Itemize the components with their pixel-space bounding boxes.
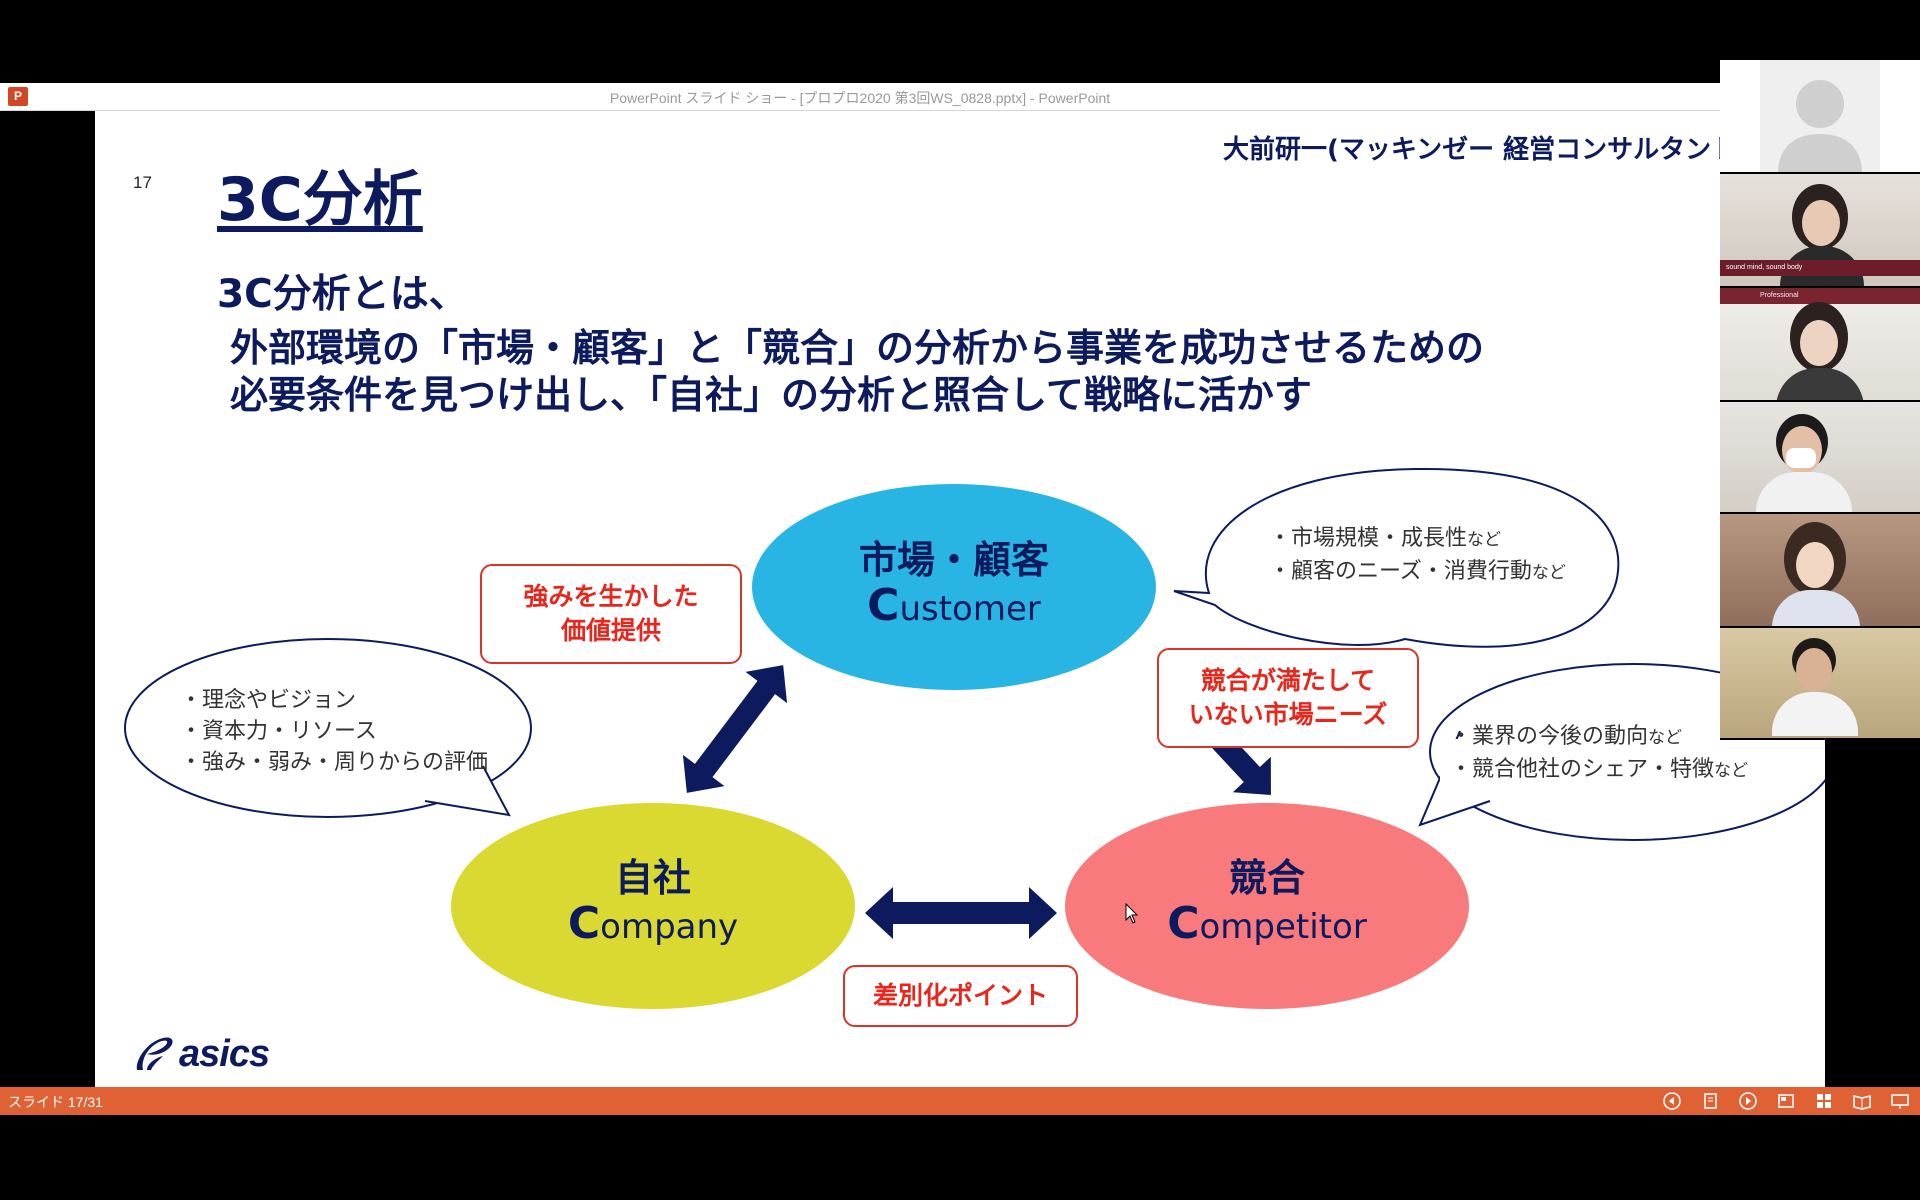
customer-oval	[752, 484, 1156, 690]
company-jp: 自社	[614, 856, 691, 900]
competitor-bubble-text: ・業界の今後の動向など ・競合他社のシェア・特徴など	[1450, 721, 1748, 787]
company-bubble-tail	[424, 765, 511, 817]
video-banner: sound mind, sound body	[1720, 260, 1920, 276]
customer-en-rest: ustomer	[899, 589, 1041, 629]
reading-view-icon[interactable]	[1852, 1091, 1872, 1111]
asics-wordmark: asics	[179, 1032, 270, 1075]
customer-bubble-text: ・市場規模・成長性など ・顧客のニーズ・消費行動など	[1269, 523, 1566, 589]
competitor-jp: 競合	[1228, 856, 1305, 900]
definition-line-1: 外部環境の「市場・顧客」と「競合」の分析から事業を成功させるための	[230, 326, 1485, 370]
company-speech-bubble	[124, 638, 532, 818]
slide[interactable]: 17 3C分析 大前研一(マッキンゼー 経営コンサルタント 3C分析とは、 外部…	[95, 111, 1825, 1087]
company-bubble-item-1: ・理念やビジョン	[180, 688, 357, 713]
participant-tile[interactable]	[1720, 628, 1920, 740]
value-box-line-1: 強みを生かした	[523, 582, 699, 611]
participant-tile[interactable]	[1720, 60, 1920, 174]
competitor-bubble-item-1-suffix: など	[1648, 728, 1683, 748]
customer-bubble-item-2-suffix: など	[1531, 563, 1566, 583]
participant-tile[interactable]: Professional	[1720, 288, 1920, 402]
slide-counter: スライド 17/31	[8, 1094, 103, 1110]
slide-definition: 外部環境の「市場・顧客」と「競合」の分析から事業を成功させるための 必要条件を見…	[230, 325, 1484, 419]
participant-tile[interactable]: sound mind, sound body	[1720, 174, 1920, 288]
company-label: 自社 Company	[503, 855, 803, 950]
company-oval	[451, 803, 855, 1009]
definition-line-2: 必要条件を見つけ出し、「自社」の分析と照合して戦略に活かす	[230, 373, 1312, 417]
avatar-placeholder	[1760, 60, 1880, 172]
unmet-needs-box: 競合が満たして いない市場ニーズ	[1157, 648, 1419, 748]
competitor-bubble-item-2-suffix: など	[1714, 761, 1749, 781]
window-titlebar: P PowerPoint スライド ショー - [プロプロ2020 第3回WS_…	[0, 83, 1720, 111]
customer-bubble-item: ・顧客のニーズ・消費行動など	[1269, 556, 1566, 589]
customer-en-cap: C	[867, 580, 900, 631]
slide-sorter-icon[interactable]	[1700, 1091, 1720, 1111]
mouse-cursor-icon	[1125, 903, 1139, 924]
competitor-bubble-item: ・業界の今後の動向など	[1450, 721, 1748, 754]
powerpoint-icon[interactable]: P	[8, 87, 28, 106]
participant-tile[interactable]	[1720, 402, 1920, 514]
video-banner-top: Professional	[1720, 288, 1920, 304]
company-en-rest: ompany	[600, 907, 739, 947]
customer-speech-bubble	[1173, 467, 1620, 648]
company-bubble-item-3: ・強み・弱み・周りからの評価	[180, 750, 489, 775]
company-en-cap: C	[567, 898, 601, 949]
grid-view-icon[interactable]	[1814, 1091, 1834, 1111]
customer-bubble-item-1-suffix: など	[1467, 530, 1502, 550]
slide-title: 3C分析	[217, 165, 423, 235]
arrow-company-customer	[682, 665, 788, 793]
needs-box-line-1: 競合が満たして	[1200, 666, 1376, 695]
competitor-en-rest: ompetitor	[1199, 907, 1367, 947]
competitor-en-cap: C	[1167, 898, 1200, 949]
slideshow-area: 17 3C分析 大前研一(マッキンゼー 経営コンサルタント 3C分析とは、 外部…	[0, 111, 1920, 1087]
participant-tile[interactable]	[1720, 514, 1920, 628]
slide-number: 17	[133, 173, 152, 192]
customer-bubble-item-2: ・顧客のニーズ・消費行動	[1269, 559, 1532, 584]
competitor-bubble-item-2: ・競合他社のシェア・特徴	[1450, 757, 1715, 782]
value-proposition-box: 強みを生かした 価値提供	[480, 564, 742, 664]
statusbar-controls	[1662, 1091, 1910, 1111]
company-bubble-text: ・理念やビジョン ・資本力・リソース ・強み・弱み・周りからの評価	[180, 685, 488, 778]
competitor-bubble-item: ・競合他社のシェア・特徴など	[1450, 754, 1748, 787]
bubble-tail-cover	[1440, 739, 1500, 795]
previous-slide-icon[interactable]	[1662, 1091, 1682, 1111]
customer-label: 市場・顧客 Customer	[804, 537, 1104, 632]
video-participants-panel: sound mind, sound body Professional	[1720, 60, 1920, 740]
normal-view-icon[interactable]	[1776, 1091, 1796, 1111]
competitor-label: 競合 Competitor	[1117, 855, 1417, 950]
competitor-oval	[1065, 803, 1469, 1009]
slideshow-statusbar: スライド 17/31	[0, 1087, 1920, 1115]
differentiation-box: 差別化ポイント	[843, 965, 1078, 1027]
diff-box-line-1: 差別化ポイント	[872, 981, 1048, 1010]
next-slide-icon[interactable]	[1738, 1091, 1758, 1111]
competitor-bubble-item-1: ・業界の今後の動向	[1450, 724, 1649, 749]
needs-box-line-2: いない市場ニーズ	[1188, 700, 1388, 729]
customer-bubble-item: ・市場規模・成長性など	[1269, 523, 1566, 556]
competitor-en: Competitor	[1117, 901, 1417, 950]
asics-logo: asics	[133, 1031, 270, 1077]
arrow-company-competitor	[865, 887, 1057, 939]
company-en: Company	[503, 901, 803, 950]
value-box-line-2: 価値提供	[560, 616, 661, 645]
window-title: PowerPoint スライド ショー - [プロプロ2020 第3回WS_08…	[609, 90, 1111, 106]
company-bubble-item-2: ・資本力・リソース	[180, 719, 377, 744]
slide-subtitle: 3C分析とは、	[217, 272, 468, 317]
slideshow-icon[interactable]	[1890, 1091, 1910, 1111]
customer-bubble-item-1: ・市場規模・成長性	[1269, 526, 1468, 551]
customer-jp: 市場・顧客	[858, 538, 1049, 582]
slide-attribution: 大前研一(マッキンゼー 経営コンサルタント	[1223, 135, 1738, 165]
user-silhouette-icon	[1778, 80, 1862, 172]
customer-en: Customer	[804, 583, 1104, 632]
asics-stripes-icon	[136, 1037, 173, 1070]
